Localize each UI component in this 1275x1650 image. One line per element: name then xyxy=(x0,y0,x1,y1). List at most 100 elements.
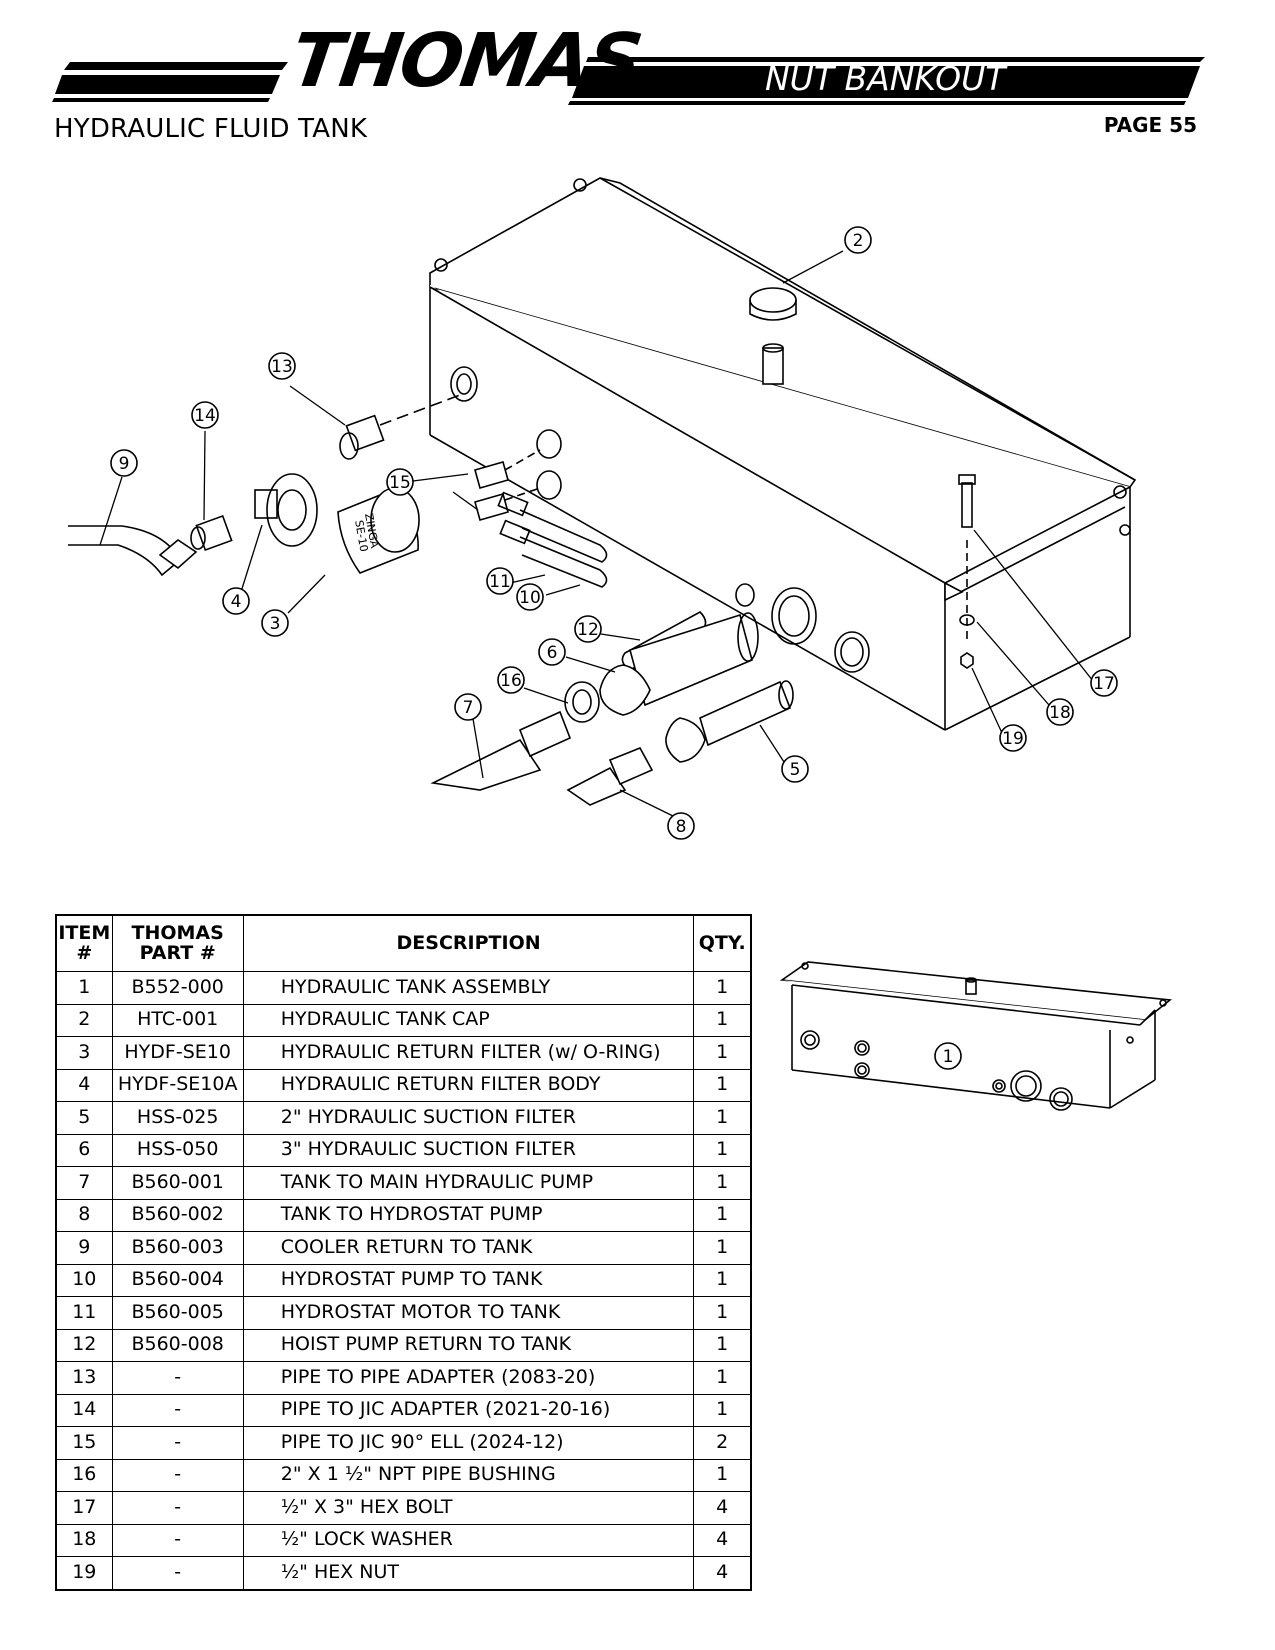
cell-part-number: HSS-025 xyxy=(111,1101,244,1135)
cell-description: PIPE TO PIPE ADAPTER (2083-20) xyxy=(242,1361,695,1395)
cell-item: 18 xyxy=(55,1523,113,1557)
cell-qty: 1 xyxy=(693,1393,752,1427)
callout-14: 14 xyxy=(191,401,219,429)
cell-qty: 1 xyxy=(693,1068,752,1102)
table-row: 13-PIPE TO PIPE ADAPTER (2083-20)1 xyxy=(55,1361,752,1395)
cell-qty: 1 xyxy=(693,1198,752,1232)
svg-text:4: 4 xyxy=(231,592,242,612)
cell-description: HYDROSTAT MOTOR TO TANK xyxy=(242,1296,695,1330)
callout-12: 12 xyxy=(574,615,602,643)
cell-qty: 1 xyxy=(693,1231,752,1265)
svg-text:10: 10 xyxy=(519,588,541,608)
svg-text:16: 16 xyxy=(500,671,522,691)
callout-2: 2 xyxy=(844,226,872,254)
cell-qty: 1 xyxy=(693,1361,752,1395)
page-header: THOMAS NUT BANKOUT xyxy=(0,0,1275,150)
svg-text:6: 6 xyxy=(547,643,558,663)
tank-assembly-inset: 1 xyxy=(779,961,1173,1111)
cell-part-number: B560-005 xyxy=(111,1296,244,1330)
cell-qty: 2 xyxy=(693,1426,752,1460)
cell-description: HYDRAULIC TANK ASSEMBLY xyxy=(242,971,695,1005)
cell-part-number: - xyxy=(111,1361,244,1395)
cell-part-number: B560-002 xyxy=(111,1198,244,1232)
svg-text:19: 19 xyxy=(1002,729,1024,749)
svg-text:1: 1 xyxy=(943,1047,954,1067)
cell-item: 7 xyxy=(55,1166,113,1200)
svg-text:11: 11 xyxy=(489,572,511,592)
header-description: DESCRIPTION xyxy=(242,914,695,972)
cell-part-number: - xyxy=(111,1393,244,1427)
cell-description: HOIST PUMP RETURN TO TANK xyxy=(242,1328,695,1362)
cell-qty: 1 xyxy=(693,1166,752,1200)
callout-15: 15 xyxy=(386,468,414,496)
cell-item: 12 xyxy=(55,1328,113,1362)
cell-qty: 1 xyxy=(693,1328,752,1362)
svg-text:8: 8 xyxy=(676,817,687,837)
tank-cap xyxy=(749,287,797,385)
cell-description: COOLER RETURN TO TANK xyxy=(242,1231,695,1265)
cell-description: PIPE TO JIC 90° ELL (2024-12) xyxy=(242,1426,695,1460)
cell-description: ½" LOCK WASHER xyxy=(242,1523,695,1557)
cell-part-number: B560-003 xyxy=(111,1231,244,1265)
cell-item: 1 xyxy=(55,971,113,1005)
cell-item: 13 xyxy=(55,1361,113,1395)
svg-text:17: 17 xyxy=(1093,674,1115,694)
callout-3: 3 xyxy=(261,609,289,637)
callout-4: 4 xyxy=(222,587,250,615)
cell-part-number: HYDF-SE10A xyxy=(111,1068,244,1102)
cell-qty: 1 xyxy=(693,1133,752,1167)
cell-item: 15 xyxy=(55,1426,113,1460)
cell-qty: 1 xyxy=(693,1296,752,1330)
cell-qty: 1 xyxy=(693,1101,752,1135)
callout-10: 10 xyxy=(516,583,544,611)
svg-text:14: 14 xyxy=(194,406,216,426)
cell-description: TANK TO MAIN HYDRAULIC PUMP xyxy=(242,1166,695,1200)
cell-description: HYDRAULIC RETURN FILTER (w/ O-RING) xyxy=(242,1036,695,1070)
cell-item: 14 xyxy=(55,1393,113,1427)
cell-description: TANK TO HYDROSTAT PUMP xyxy=(242,1198,695,1232)
cell-qty: 1 xyxy=(693,1263,752,1297)
cell-description: HYDRAULIC RETURN FILTER BODY xyxy=(242,1068,695,1102)
svg-text:3: 3 xyxy=(270,614,281,634)
cell-qty: 1 xyxy=(693,1458,752,1492)
cell-part-number: HSS-050 xyxy=(111,1133,244,1167)
callout-18: 18 xyxy=(1046,698,1074,726)
bolt-washer-nut xyxy=(958,474,976,669)
callout-13: 13 xyxy=(268,352,296,380)
suction-filters xyxy=(430,612,794,806)
callout-11: 11 xyxy=(486,567,514,595)
cell-description: HYDRAULIC TANK CAP xyxy=(242,1003,695,1037)
callout-1: 1 xyxy=(934,1042,962,1070)
cell-part-number: - xyxy=(111,1491,244,1525)
callout-6: 6 xyxy=(538,638,566,666)
cell-description: ½" X 3" HEX BOLT xyxy=(242,1491,695,1525)
exploded-diagram: ZINGA SE-10 xyxy=(68,177,1137,840)
cell-part-number: - xyxy=(111,1523,244,1557)
callout-7: 7 xyxy=(454,693,482,721)
cell-part-number: B560-001 xyxy=(111,1166,244,1200)
table-row: 15-PIPE TO JIC 90° ELL (2024-12)2 xyxy=(55,1426,752,1460)
cell-description: 3" HYDRAULIC SUCTION FILTER xyxy=(242,1133,695,1167)
cell-item: 3 xyxy=(55,1036,113,1070)
cell-item: 8 xyxy=(55,1198,113,1232)
cell-qty: 4 xyxy=(693,1523,752,1557)
cell-qty: 1 xyxy=(693,1003,752,1037)
cell-description: ½" HEX NUT xyxy=(242,1556,695,1590)
callouts: 2 13 14 9 15 11 10 4 3 12 6 16 7 5 8 17 … xyxy=(110,226,1118,840)
cell-qty: 4 xyxy=(693,1491,752,1525)
